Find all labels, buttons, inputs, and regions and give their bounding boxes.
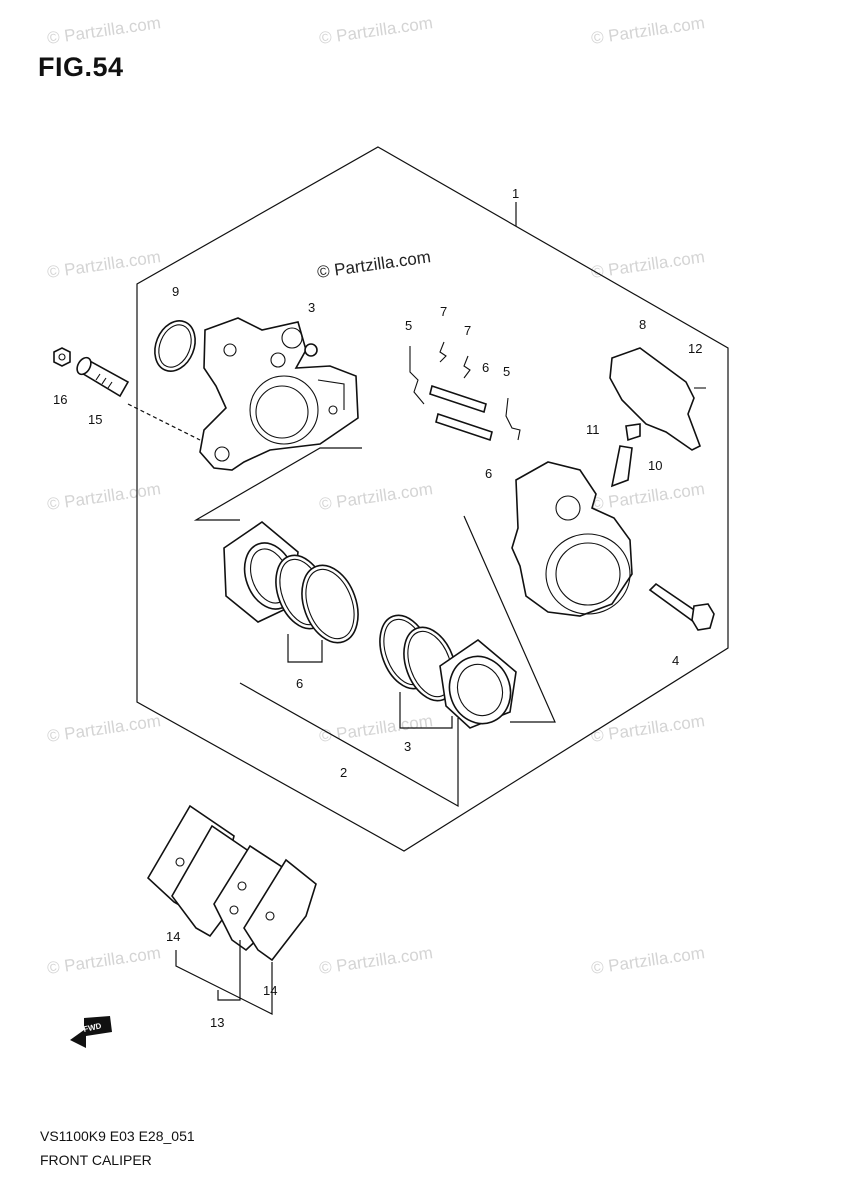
watermark: © Partzilla.com [46,13,162,48]
pad-spring-part [609,347,702,451]
caliper-body-part [511,461,633,617]
callout-6: 6 [485,466,492,481]
brake-pads [146,804,317,962]
bleeder-valve-part [610,445,633,488]
watermark: © Partzilla.com [316,247,432,282]
callout-8: 8 [639,317,646,332]
callout-14: 14 [263,983,277,998]
callout-5: 5 [405,318,412,333]
watermark: © Partzilla.com [590,13,706,48]
watermark: © Partzilla.com [46,711,162,746]
fwd-label: FWD [83,1021,103,1034]
watermark: © Partzilla.com [46,247,162,282]
model-code: VS1100K9 E03 E28_051 [40,1128,195,1144]
callout-16: 16 [53,392,67,407]
o-ring-part [154,320,196,372]
bleeder-cap-part [625,423,641,442]
nut-part [53,347,71,367]
callout-3: 3 [308,300,315,315]
callouts: 1 9 3 5 7 7 6 5 6 8 12 11 10 4 16 15 6 3… [53,186,702,1030]
watermark: © Partzilla.com [318,13,434,48]
callout-6: 6 [482,360,489,375]
watermarks: © Partzilla.com © Partzilla.com © Partzi… [46,13,706,978]
pad-pins [429,384,493,442]
watermark: © Partzilla.com [318,943,434,978]
callout-1: 1 [512,186,519,201]
caliper-bolt-part [648,582,715,631]
assembly-outline [136,146,729,852]
callout-11: 11 [586,422,600,437]
callout-12: 12 [688,341,702,356]
watermark: © Partzilla.com [590,943,706,978]
leader-line [239,682,459,808]
fwd-arrow-icon: FWD [70,1016,112,1048]
bolt-part [76,356,130,398]
watermark: © Partzilla.com [590,479,706,514]
sub-assembly-outline [463,515,556,723]
callout-10: 10 [648,458,662,473]
watermark: © Partzilla.com [318,479,434,514]
callout-2: 2 [340,765,347,780]
leader-line [217,940,241,1001]
figure-name: FRONT CALIPER [40,1152,152,1168]
clips [409,341,521,441]
watermark: © Partzilla.com [590,711,706,746]
piston-seal-set [379,614,517,729]
washer-part [304,343,318,357]
caliper-bracket-part [199,317,359,471]
watermark: © Partzilla.com [46,943,162,978]
leader-line [175,950,273,1015]
piston-seal-set [223,520,359,644]
callout-3: 3 [404,739,411,754]
watermark: © Partzilla.com [46,479,162,514]
callout-4: 4 [672,653,679,668]
sub-assembly-outline [193,447,362,521]
leader-line [287,634,323,663]
leader-line [399,692,453,729]
leader-line [127,403,201,441]
figure-title: FIG.54 [38,52,124,82]
callout-13: 13 [210,1015,224,1030]
callout-7: 7 [440,304,447,319]
callout-14: 14 [166,929,180,944]
callout-5: 5 [503,364,510,379]
callout-7: 7 [464,323,471,338]
callout-15: 15 [88,412,102,427]
callout-6: 6 [296,676,303,691]
watermark: © Partzilla.com [590,247,706,282]
callout-9: 9 [172,284,179,299]
